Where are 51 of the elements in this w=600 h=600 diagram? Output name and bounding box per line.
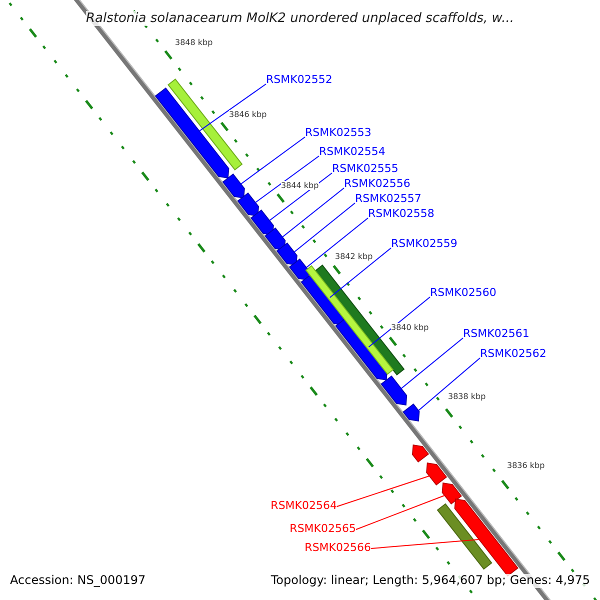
scale-label: 3842 kbp <box>335 252 373 262</box>
gene-feature <box>426 462 448 486</box>
gene-label: RSMK02566 <box>304 542 371 555</box>
sequence-summary: Topology: linear; Length: 5,964,607 bp; Genes: 4,975 <box>270 574 590 588</box>
gene-label: RSMK02562 <box>480 348 546 361</box>
leader-line <box>336 476 430 507</box>
leader-line <box>368 296 430 348</box>
gene-feature <box>222 173 245 198</box>
leader-line <box>329 248 392 298</box>
feature-bar <box>436 503 492 570</box>
gene-label: RSMK02560 <box>430 287 496 300</box>
leader-line <box>306 218 368 268</box>
accession-text: Accession: NS_000197 <box>10 574 146 588</box>
gene-feature <box>276 242 298 266</box>
leader-line <box>400 338 464 389</box>
gene-label: RSMK02556 <box>344 178 410 191</box>
gene-feature <box>264 227 286 250</box>
gene-label: RSMK02558 <box>368 208 434 221</box>
scale-label: 3844 kbp <box>281 181 319 190</box>
scale-label: 3848 kbp <box>175 38 213 48</box>
scale-label: 3846 kbp <box>229 110 267 120</box>
gene-feature <box>442 482 462 505</box>
scale-label: 3836 kbp <box>507 461 545 470</box>
leader-line <box>254 156 320 203</box>
leader-line <box>418 358 480 411</box>
gene-label: RSMK02557 <box>355 193 422 206</box>
gene-label: RSMK02565 <box>290 523 356 536</box>
leader-line <box>294 202 356 252</box>
leader-line <box>282 188 344 238</box>
gene-feature <box>250 209 274 236</box>
gene-feature <box>288 258 310 280</box>
leader-line <box>198 84 266 132</box>
gene-label: RSMK02561 <box>463 328 530 341</box>
leader-line <box>269 172 332 221</box>
title: Ralstonia solanacearum MolK2 unordered unplaced scaffolds, w... <box>86 11 514 26</box>
gene-label: RSMK02555 <box>332 163 398 176</box>
gene-label: RSMK02554 <box>319 146 386 159</box>
leader-line <box>370 539 480 549</box>
gene-label: RSMK02552 <box>266 74 332 87</box>
gene-label: RSMK02559 <box>391 238 458 251</box>
gene-feature <box>154 87 230 178</box>
gene-feature <box>402 403 420 422</box>
gene-label: RSMK02553 <box>305 127 372 140</box>
gene-feature <box>412 444 430 463</box>
leader-line <box>356 495 445 530</box>
scale-label: 3840 kbp <box>391 323 429 332</box>
gene-label: RSMK02564 <box>270 500 337 513</box>
gene-feature <box>380 375 408 406</box>
leader-line <box>240 136 306 184</box>
gene-feature <box>237 192 260 216</box>
scale-label: 3838 kbp <box>448 392 486 402</box>
